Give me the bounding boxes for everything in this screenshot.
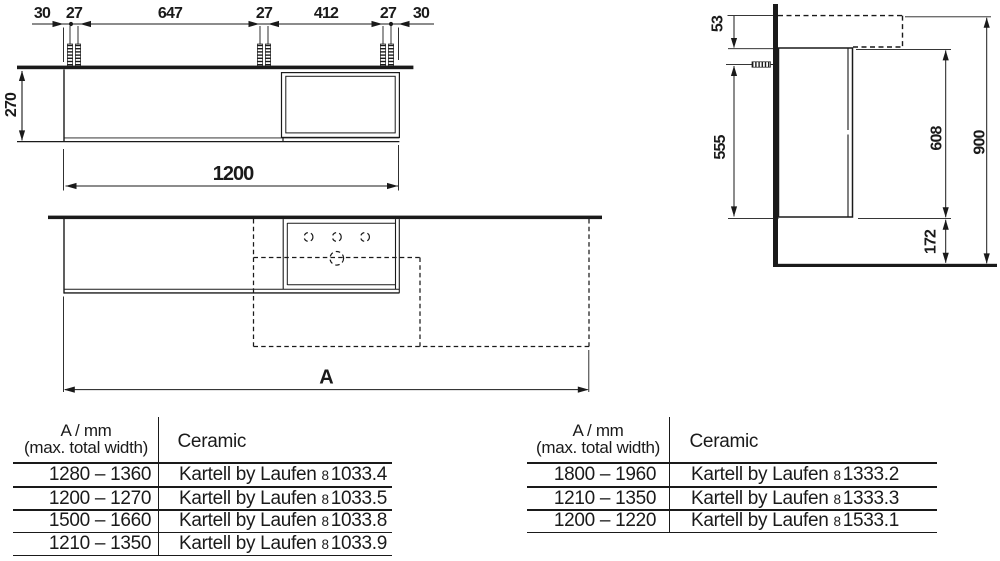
dim-label-cabinet-height: 608 (929, 125, 946, 150)
table-cell-range: 1200 – 1270 (48, 487, 152, 509)
table-divider (668, 417, 670, 532)
wall-screw-icon (751, 61, 771, 68)
countertop-front (17, 65, 414, 70)
dim-label: 412 (314, 5, 339, 22)
floor (773, 263, 997, 267)
countertop-back-edge (48, 215, 602, 220)
wall-screw-icon (75, 43, 81, 67)
table-cell-range: 1280 – 1360 (48, 464, 152, 485)
table-cell-range: 1500 – 1660 (48, 510, 152, 531)
side-view-cabinet (777, 47, 854, 218)
dim-label: 27 (66, 5, 83, 22)
plan-view-dimension-lines (63, 296, 590, 393)
table-rule (527, 486, 937, 489)
side-view-dimension-lines (726, 15, 991, 264)
dim-label: 30 (34, 5, 51, 22)
technical-drawing: 30 27 647 27 412 27 30 270 1200 (3, 4, 997, 393)
wall (773, 4, 778, 266)
table-cell-range: 1210 – 1350 (553, 487, 657, 509)
side-view: 53 555 608 172 900 (710, 4, 997, 267)
table-rule (13, 531, 392, 534)
dim-label-fixing-height: 555 (712, 134, 729, 159)
dim-label-floor-clearance: 172 (923, 229, 940, 254)
wall-screw-icon (388, 43, 394, 67)
door-front-outer (280, 71, 401, 139)
plan-view-ceramic-outline (252, 219, 590, 348)
tap-hole (360, 232, 371, 243)
plan-view-cabinet (63, 219, 400, 294)
drain-hole (329, 250, 345, 266)
column-header-a: A / mm (max. total width) (535, 421, 661, 457)
dim-label: 27 (380, 5, 397, 22)
table-cell-range: 1200 – 1220 (553, 510, 657, 531)
table-cell-range: 1210 – 1350 (48, 533, 152, 554)
dim-label-total-width: A (319, 367, 333, 389)
front-view-cabinet (17, 65, 414, 143)
wall-screw-icon (380, 43, 386, 67)
column-header-a: A / mm (max. total width) (23, 421, 149, 457)
wall-screw-icon (265, 43, 271, 67)
table-rule (13, 554, 392, 557)
side-view-countertop-dashed (778, 14, 904, 48)
table-rule (13, 486, 392, 489)
table-rule (13, 509, 392, 511)
table-rule (13, 462, 392, 465)
door-front-inner (285, 75, 396, 134)
table-divider (157, 417, 159, 555)
plan-view-basin-holes (303, 232, 371, 266)
dim-label-total-height: 900 (972, 129, 989, 154)
dim-label: 647 (158, 5, 183, 22)
tap-hole (303, 232, 314, 243)
table-rule (527, 531, 937, 534)
plan-view: A (48, 215, 602, 393)
front-view-screws (67, 43, 394, 67)
dim-label: 30 (413, 5, 430, 22)
dim-label: 27 (256, 5, 273, 22)
table-rule (527, 509, 937, 511)
table-cell-range: 1800 – 1960 (553, 464, 657, 485)
column-header-ceramic: Ceramic (689, 430, 759, 452)
front-view-dimension-lines (18, 20, 434, 191)
table-rule (527, 462, 937, 465)
column-header-ceramic: Ceramic (177, 430, 247, 452)
dim-label-height: 270 (3, 92, 20, 117)
front-view: 30 27 647 27 412 27 30 270 1200 (3, 5, 434, 191)
wall-screw-icon (257, 43, 263, 67)
dim-label-width: 1200 (213, 163, 254, 185)
tap-hole (331, 232, 342, 243)
wall-screw-icon (67, 43, 73, 67)
dim-label-countertop-offset: 53 (710, 15, 727, 32)
